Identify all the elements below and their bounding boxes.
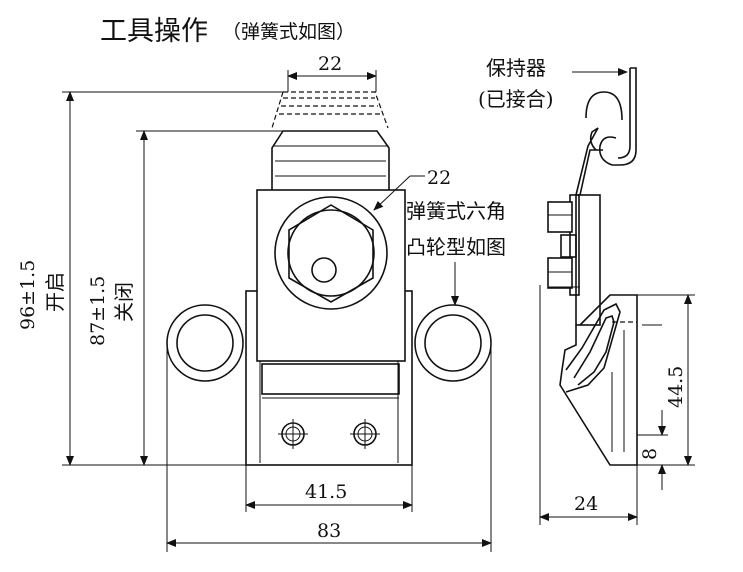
note-line2: 凸轮型如图	[406, 235, 506, 259]
label-open: 开启	[43, 272, 67, 312]
dim-side-height: 44.5	[665, 366, 687, 408]
dim-side-depth: 24	[574, 493, 598, 515]
side-nut-upper	[547, 201, 573, 233]
open-position-outline	[271, 91, 389, 129]
holder-engaged: (已接合)	[478, 87, 554, 111]
title-main: 工具操作	[100, 16, 208, 47]
dim-hole-spacing: 41.5	[305, 481, 347, 503]
front-view: 22 弹簧式六角 凸轮型如图 22 96±1.5 开启 87±1.5 关闭	[17, 53, 506, 552]
dim-open-height: 96±1.5	[17, 260, 39, 330]
dim-side-small: 8	[639, 448, 661, 460]
title-sub: （弹簧式如图）	[222, 21, 355, 43]
hex-leader	[373, 175, 411, 211]
dim-top-width: 22	[318, 53, 342, 75]
holder-hook	[585, 91, 623, 121]
holder-label: 保持器	[486, 56, 546, 80]
side-bracket	[559, 294, 638, 466]
hex-cam	[274, 196, 388, 310]
dim-closed-height: 87±1.5	[87, 276, 109, 346]
side-view: 保持器 (已接合) 44.5	[478, 56, 695, 525]
right-ring	[414, 304, 492, 382]
side-body	[575, 194, 601, 326]
dim-hex: 22	[427, 167, 451, 189]
lever-body	[256, 189, 406, 362]
lever-cap	[271, 130, 390, 190]
side-nut-lower	[547, 257, 573, 289]
left-ring	[166, 304, 244, 382]
note-line1: 弹簧式六角	[406, 199, 506, 223]
mount-hole-right	[350, 419, 380, 449]
label-closed: 关闭	[112, 282, 136, 322]
dim-total-width: 83	[317, 520, 341, 542]
mount-hole-left	[278, 419, 308, 449]
